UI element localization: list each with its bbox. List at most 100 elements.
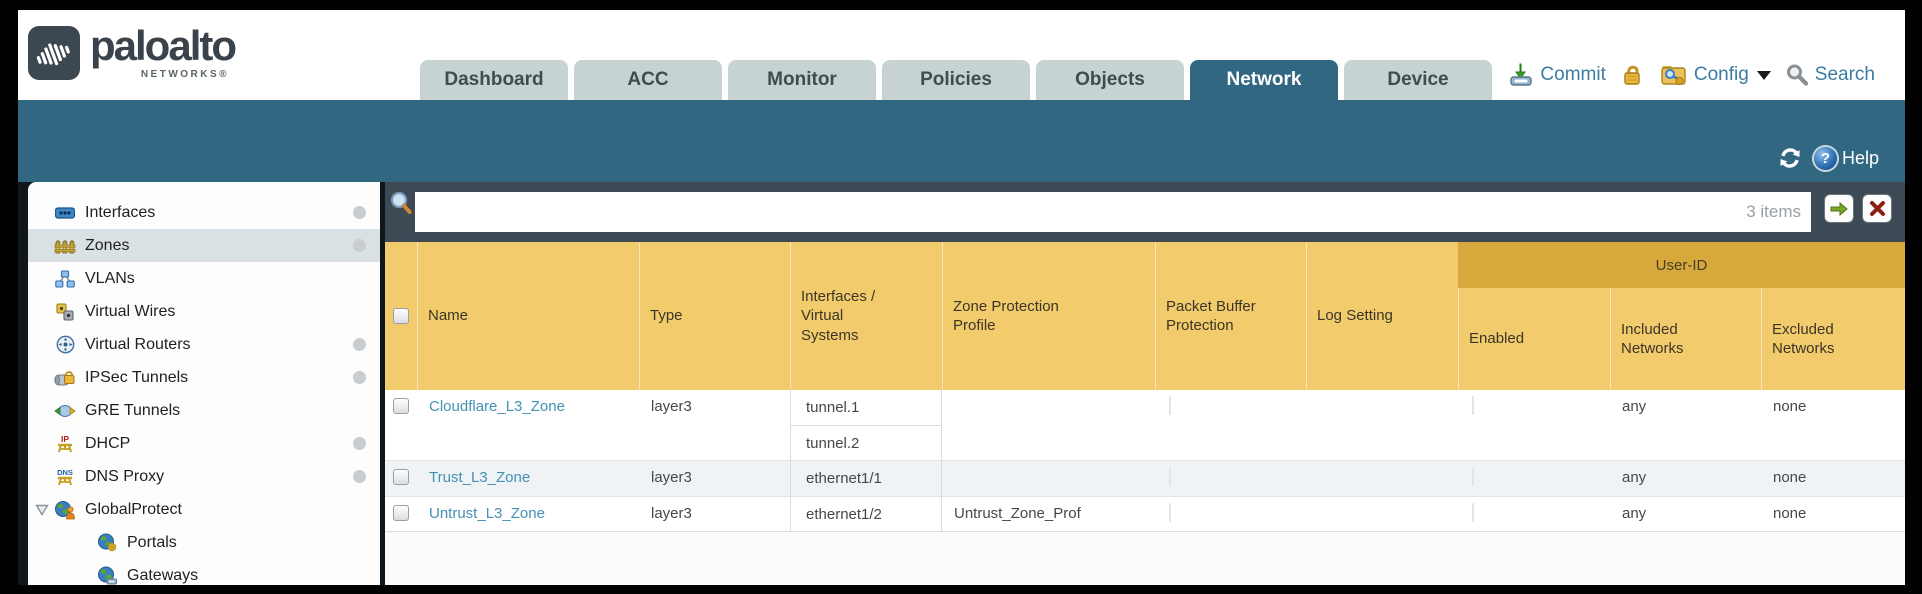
zones-table: Name Type Interfaces / Virtual Systems Z… [385, 242, 1905, 585]
sidebar-item-globalprotect[interactable]: GlobalProtect [28, 493, 380, 526]
refresh-icon[interactable] [1778, 146, 1802, 170]
col-header-type[interactable]: Type [639, 242, 790, 390]
zone-protection-profile-cell [942, 461, 1155, 496]
tab-network[interactable]: Network [1190, 60, 1338, 100]
row-checkbox[interactable] [393, 505, 409, 521]
log-setting-cell [1306, 390, 1458, 460]
tab-device[interactable]: Device [1344, 60, 1492, 100]
sidebar-item-zones[interactable]: Zones [28, 229, 380, 262]
log-setting-cell [1306, 497, 1458, 532]
status-dot [353, 371, 366, 384]
table-row[interactable]: Cloudflare_L3_Zone layer3 tunnel.1 tunne… [385, 390, 1905, 460]
zone-type-cell: layer3 [651, 469, 692, 486]
table-row[interactable]: Untrust_L3_Zone layer3 ethernet1/2 Untru… [385, 496, 1905, 532]
col-header-name[interactable]: Name [417, 242, 639, 390]
sidebar-item-virtual-wires[interactable]: Virtual Wires [28, 295, 380, 328]
interface-value: tunnel.2 [791, 425, 941, 460]
col-header-excluded-networks[interactable]: Excluded Networks [1761, 242, 1905, 390]
sidebar-item-label: GlobalProtect [85, 500, 182, 518]
sidebar-item-label: VLANs [85, 269, 135, 287]
main-panel: 3 items Name T [385, 182, 1905, 585]
packet-buffer-protection-checkbox[interactable] [1169, 467, 1171, 486]
lock-icon[interactable] [1620, 62, 1646, 88]
config-caret-icon [1756, 70, 1771, 80]
interfaces-icon [54, 203, 76, 223]
col-header-zone-protection-profile[interactable]: Zone Protection Profile [942, 242, 1155, 390]
log-setting-cell [1306, 461, 1458, 496]
sidebar-item-label: GRE Tunnels [85, 401, 181, 419]
zone-protection-profile-cell: Untrust_Zone_Prof [954, 505, 1081, 522]
included-networks-cell: any [1622, 469, 1647, 486]
sidebar-item-gre-tunnels[interactable]: GRE Tunnels [28, 394, 380, 427]
user-id-group-header: User-ID [1458, 242, 1905, 288]
row-checkbox[interactable] [393, 398, 409, 414]
sidebar-item-label: Portals [127, 533, 177, 551]
band-utilities: Help [1778, 146, 1879, 170]
col-header-packet-buffer-protection[interactable]: Packet Buffer Protection [1155, 242, 1306, 390]
sidebar-item-vlans[interactable]: VLANs [28, 262, 380, 295]
commit-button[interactable]: Commit [1508, 62, 1606, 88]
zone-name-link[interactable]: Trust_L3_Zone [429, 469, 531, 486]
row-checkbox[interactable] [393, 469, 409, 485]
select-all-cell [385, 242, 417, 390]
interface-value: ethernet1/2 [806, 506, 882, 523]
packet-buffer-protection-checkbox[interactable] [1169, 396, 1171, 415]
zones-icon [54, 236, 76, 256]
virtual-routers-icon [54, 335, 76, 355]
zone-name-link[interactable]: Untrust_L3_Zone [429, 505, 545, 522]
tab-dashboard[interactable]: Dashboard [420, 60, 568, 100]
user-id-enabled-checkbox[interactable] [1472, 396, 1474, 415]
col-header-log-setting[interactable]: Log Setting [1306, 242, 1458, 390]
user-id-enabled-cell [1458, 461, 1610, 496]
sidebar-item-portals[interactable]: Portals [28, 526, 380, 559]
svg-text:IP: IP [61, 434, 69, 444]
status-dot [353, 437, 366, 450]
tab-acc[interactable]: ACC [574, 60, 722, 100]
col-header-included-networks[interactable]: Included Networks [1610, 242, 1761, 390]
global-search[interactable]: Search [1785, 63, 1875, 87]
packet-buffer-protection-checkbox[interactable] [1169, 503, 1171, 522]
clear-filter-button[interactable] [1863, 195, 1891, 222]
virtual-wires-icon [54, 302, 76, 322]
apply-filter-button[interactable] [1825, 195, 1853, 222]
zone-interfaces-cell: tunnel.1 tunnel.2 [790, 390, 942, 460]
user-id-enabled-checkbox[interactable] [1472, 467, 1474, 486]
filter-input[interactable] [415, 192, 1811, 232]
config-menu[interactable]: Config [1660, 62, 1771, 88]
sidebar-item-dns-proxy[interactable]: DNS DNS Proxy [28, 460, 380, 493]
select-all-checkbox[interactable] [393, 308, 409, 324]
sidebar-item-virtual-routers[interactable]: Virtual Routers [28, 328, 380, 361]
sidebar-item-dhcp[interactable]: IP DHCP [28, 427, 380, 460]
dhcp-icon: IP [54, 434, 76, 454]
zone-protection-profile-cell [942, 390, 1155, 460]
col-header-enabled[interactable]: Enabled [1458, 242, 1610, 390]
status-dot [353, 338, 366, 351]
sidebar-item-label: Interfaces [85, 203, 156, 221]
teal-band: Help [18, 100, 1905, 182]
packet-buffer-protection-cell [1155, 390, 1306, 460]
sidebar-item-interfaces[interactable]: Interfaces [28, 196, 380, 229]
logo-wordmark: paloalto [90, 22, 237, 69]
excluded-networks-cell: none [1773, 398, 1807, 415]
globalprotect-icon [54, 500, 76, 520]
zone-name-link[interactable]: Cloudflare_L3_Zone [429, 398, 565, 415]
help-button[interactable]: Help [1813, 146, 1879, 170]
row-select-cell [385, 497, 417, 532]
tab-policies[interactable]: Policies [882, 60, 1030, 100]
ipsec-tunnels-icon [54, 368, 76, 388]
sidebar-item-gateways[interactable]: Gateways [28, 559, 380, 585]
status-dot [353, 470, 366, 483]
svg-text:DNS: DNS [57, 468, 73, 477]
tab-monitor[interactable]: Monitor [728, 60, 876, 100]
table-row[interactable]: Trust_L3_Zone layer3 ethernet1/1 any non… [385, 460, 1905, 496]
sidebar-item-label: IPSec Tunnels [85, 368, 189, 386]
interface-value: tunnel.1 [806, 399, 860, 416]
logo-tagline: NETWORKS® [140, 68, 230, 80]
user-id-enabled-checkbox[interactable] [1472, 503, 1474, 522]
expand-arrow-icon[interactable] [35, 503, 49, 521]
tab-objects[interactable]: Objects [1036, 60, 1184, 100]
col-header-interfaces[interactable]: Interfaces / Virtual Systems [790, 242, 942, 390]
excluded-networks-cell: none [1773, 469, 1807, 486]
sidebar-item-ipsec-tunnels[interactable]: IPSec Tunnels [28, 361, 380, 394]
